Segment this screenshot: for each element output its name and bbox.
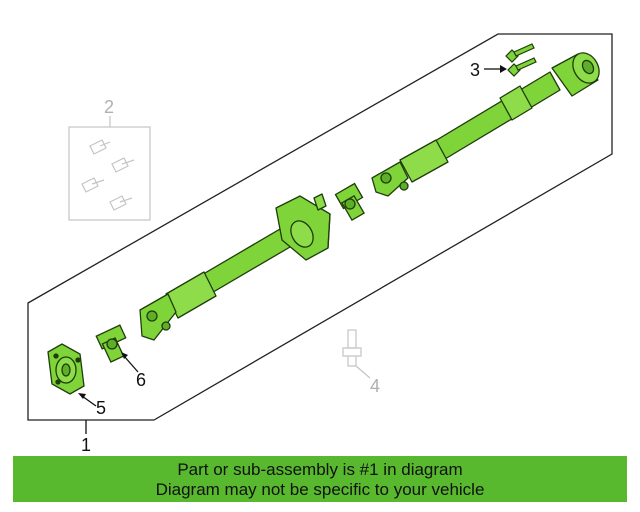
bolt-icon	[505, 43, 537, 77]
center-u-joint	[334, 182, 365, 222]
leader-5	[81, 395, 97, 407]
front-u-joint	[95, 324, 127, 363]
bolt-icon	[109, 195, 133, 211]
rear-shaft	[371, 52, 600, 197]
callout-3: 3	[470, 60, 480, 80]
banner-line-1: Part or sub-assembly is #1 in diagram	[177, 460, 463, 479]
stud-group: 4	[342, 329, 380, 396]
bolt-icon	[89, 139, 111, 155]
rear-shaft-sleeve	[399, 139, 449, 183]
callout-6: 6	[136, 370, 146, 390]
arrowhead-5	[78, 393, 86, 399]
flange-part	[47, 343, 85, 395]
bolt-pair-group: 3	[470, 43, 537, 80]
assembly-outline	[27, 33, 613, 421]
bolt-set-group: 2	[68, 97, 151, 221]
leader-6	[123, 355, 139, 373]
bolt-icon	[111, 157, 135, 173]
bolt-icon	[81, 177, 105, 193]
flange-group: 5	[47, 343, 106, 418]
front-yoke	[139, 293, 177, 341]
front-u-joint-group: 6	[95, 324, 146, 390]
rear-shaft-balance-ring	[499, 85, 533, 121]
callout-2: 2	[104, 97, 114, 117]
info-banner: Part or sub-assembly is #1 in diagram Di…	[13, 456, 627, 502]
arrowhead-6	[121, 352, 128, 359]
callout-5: 5	[96, 398, 106, 418]
callout-4: 4	[370, 376, 380, 396]
bolt-set-box	[68, 126, 151, 221]
rear-flange	[551, 52, 600, 97]
stud-icon	[342, 329, 362, 367]
banner-line-2: Diagram may not be specific to your vehi…	[155, 480, 485, 499]
rear-yoke	[371, 161, 409, 197]
arrowhead-3	[500, 65, 507, 73]
parts-diagram: 2 4	[27, 33, 613, 455]
front-shaft	[139, 193, 331, 341]
center-bearing	[275, 193, 331, 261]
callout-1: 1	[81, 435, 91, 455]
